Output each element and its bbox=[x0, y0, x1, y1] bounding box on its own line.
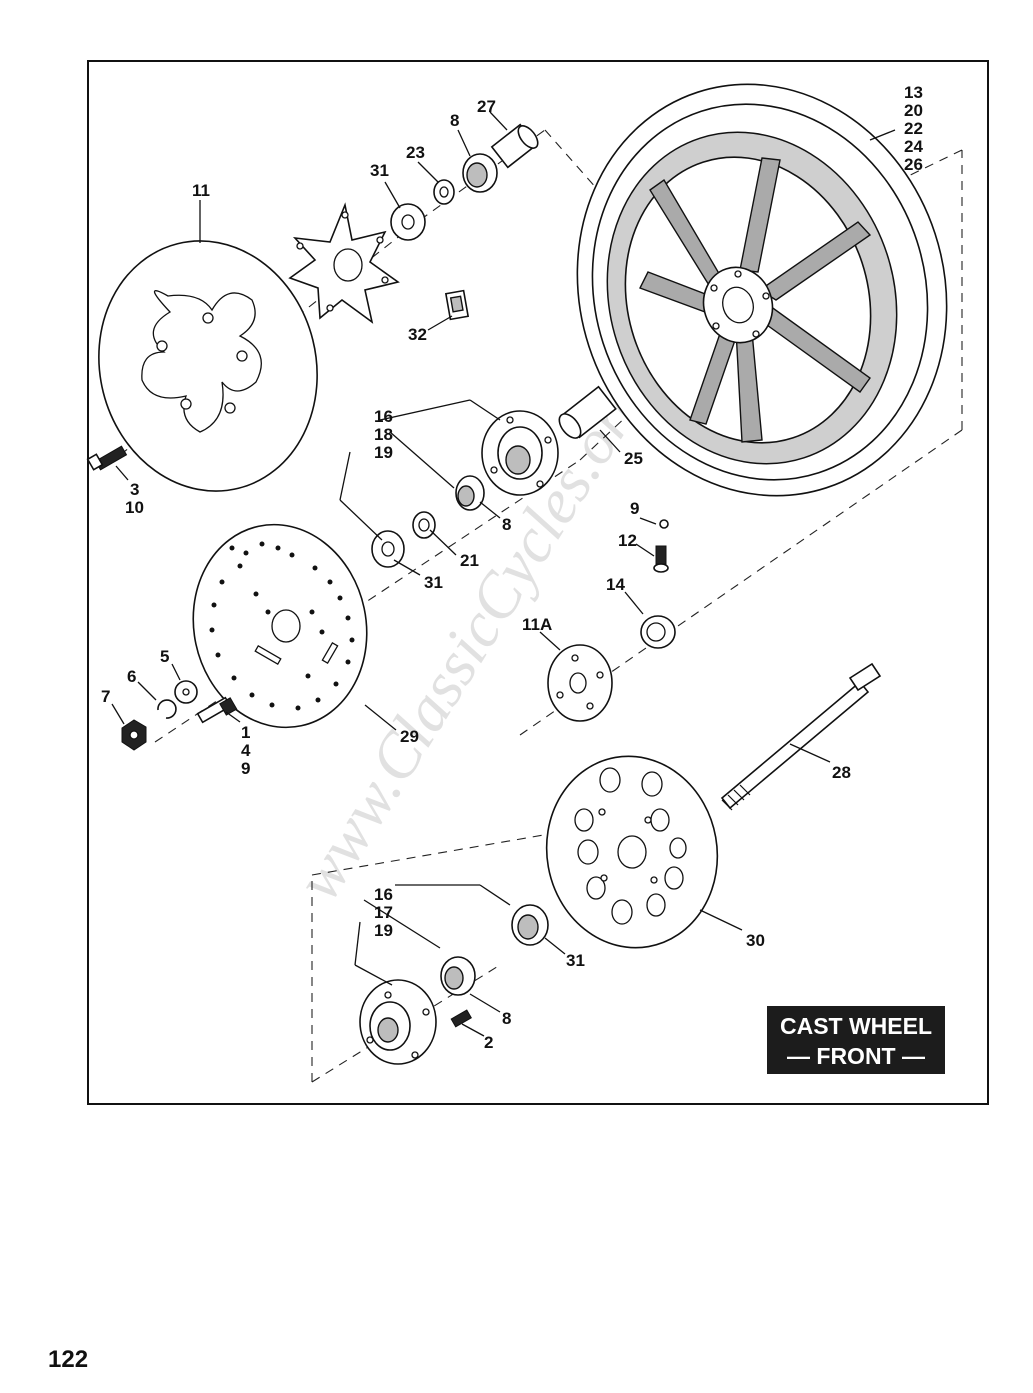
callout-8-upper: 8 bbox=[450, 111, 459, 130]
callout-32: 32 bbox=[408, 325, 427, 344]
callout-21: 21 bbox=[460, 551, 479, 570]
page-number: 122 bbox=[48, 1346, 89, 1373]
callout-25: 25 bbox=[624, 449, 643, 468]
axle-28 bbox=[720, 662, 882, 811]
callout-23: 23 bbox=[406, 143, 425, 162]
callout-14: 14 bbox=[606, 575, 625, 594]
callout-6: 6 bbox=[127, 667, 136, 686]
callout-8-middle: 8 bbox=[502, 515, 511, 534]
callout-17: 17 bbox=[374, 903, 393, 922]
callout-20: 20 bbox=[904, 101, 923, 120]
callout-27: 27 bbox=[477, 97, 496, 116]
upper-hub-bearings bbox=[390, 123, 539, 241]
callout-4: 4 bbox=[241, 741, 251, 760]
cast-wheel-front-badge: CAST WHEEL — FRONT — bbox=[765, 1004, 947, 1076]
callout-18: 18 bbox=[374, 425, 393, 444]
callout-5: 5 bbox=[160, 647, 169, 666]
callout-26: 26 bbox=[904, 155, 923, 174]
hub-assembly-upper bbox=[371, 385, 617, 568]
callout-10: 10 bbox=[125, 498, 144, 517]
brake-disc-29 bbox=[192, 523, 368, 729]
callout-7: 7 bbox=[101, 687, 110, 706]
callout-22: 22 bbox=[904, 119, 923, 138]
callout-9-lower: 9 bbox=[241, 759, 250, 778]
callout-31-lower: 31 bbox=[566, 951, 585, 970]
callout-8-lower: 8 bbox=[502, 1009, 511, 1028]
badge-line-2: — FRONT — bbox=[787, 1043, 925, 1069]
callout-labels: 11 31 23 8 27 13 20 22 24 26 32 3 10 16 … bbox=[101, 83, 923, 1052]
callout-1: 1 bbox=[241, 723, 250, 742]
adapter-plate-32 bbox=[288, 202, 470, 324]
callout-19-upper: 19 bbox=[374, 443, 393, 462]
hub-assembly-lower bbox=[359, 904, 549, 1065]
small-hardware-right bbox=[547, 519, 676, 722]
badge-line-1: CAST WHEEL bbox=[780, 1013, 932, 1039]
callout-11A: 11A bbox=[522, 615, 552, 634]
callout-28: 28 bbox=[832, 763, 851, 782]
callout-2: 2 bbox=[484, 1033, 493, 1052]
cast-wheel-13 bbox=[576, 83, 948, 497]
callout-13: 13 bbox=[904, 83, 923, 102]
callout-16-upper: 16 bbox=[374, 407, 393, 426]
callout-31-middle: 31 bbox=[424, 573, 443, 592]
brake-disc-11 bbox=[98, 240, 318, 492]
callout-30: 30 bbox=[746, 931, 765, 950]
callout-29: 29 bbox=[400, 727, 419, 746]
callout-9-upper: 9 bbox=[630, 499, 639, 518]
leader-lines bbox=[111, 111, 896, 1037]
callout-3: 3 bbox=[130, 480, 139, 499]
callout-11: 11 bbox=[192, 181, 210, 200]
callout-31-upper: 31 bbox=[370, 161, 389, 180]
diagram-border bbox=[87, 60, 989, 1105]
brake-disc-30 bbox=[545, 755, 719, 949]
callout-24: 24 bbox=[904, 137, 923, 156]
callout-16-lower: 16 bbox=[374, 885, 393, 904]
mounting-hardware-left bbox=[86, 445, 238, 751]
callout-19-lower: 19 bbox=[374, 921, 393, 940]
callout-12: 12 bbox=[618, 531, 637, 550]
